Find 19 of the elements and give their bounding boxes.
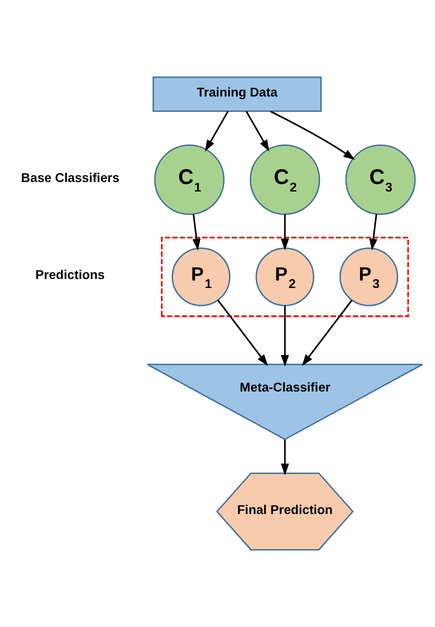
node-box: Training Data [152, 76, 322, 112]
arrow [192, 214, 201, 250]
arrow [246, 110, 270, 152]
arrow [369, 214, 378, 250]
node-circle: C$_{2}$ [250, 144, 320, 215]
node-circle: C$_{1}$ [154, 144, 225, 215]
arrow [280, 306, 290, 367]
arrow [280, 214, 290, 250]
label: Base Classifiers [21, 170, 120, 185]
label: Predictions [35, 267, 105, 282]
arrow [270, 110, 356, 160]
node-circle: P$_{1}$ [172, 248, 230, 306]
node-circle: P$_{2}$ [256, 248, 314, 306]
node-circle: P$_{3}$ [339, 248, 398, 306]
arrow [302, 300, 352, 366]
node-circle: C$_{3}$ [345, 144, 416, 215]
arrow [217, 300, 268, 366]
arrow [204, 110, 229, 152]
arrow [280, 440, 290, 476]
